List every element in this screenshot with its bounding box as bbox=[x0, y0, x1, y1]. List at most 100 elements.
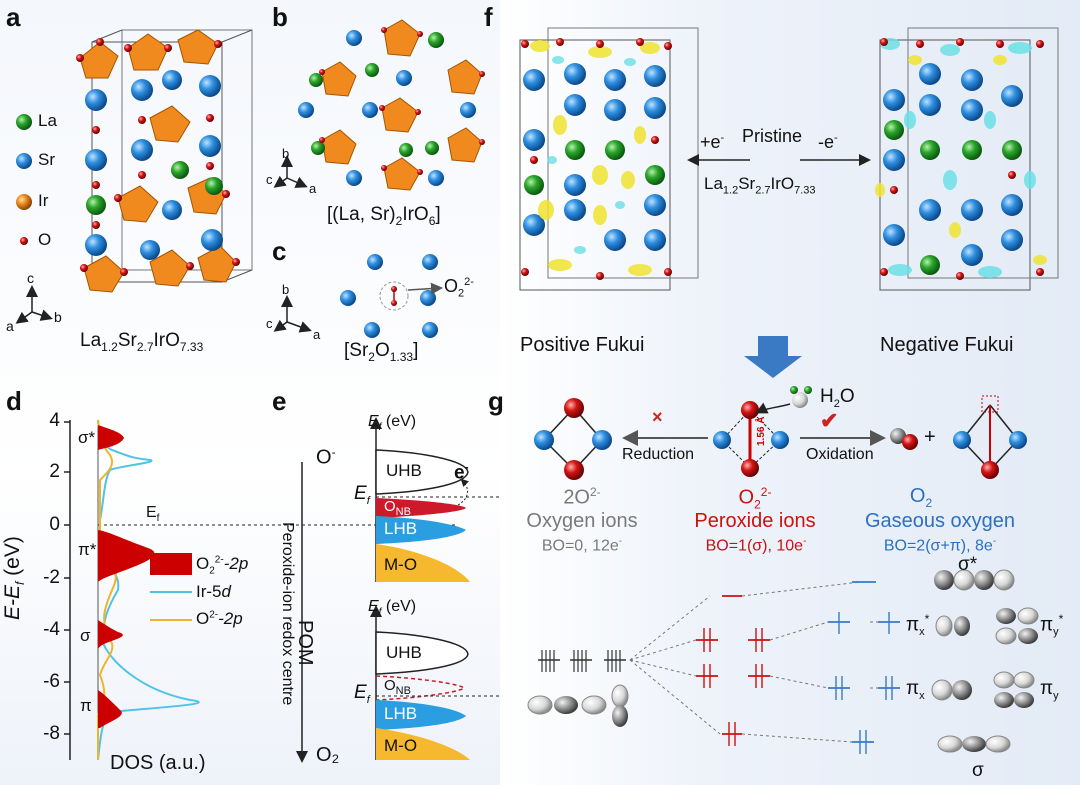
panel-c-formula: [Sr2O1.33] bbox=[344, 340, 419, 364]
positive-fukui-caption: Positive Fukui bbox=[520, 334, 645, 356]
axis-a-label: a bbox=[6, 318, 14, 334]
ytick-0: 0 bbox=[49, 514, 60, 535]
axis-b-c: c bbox=[266, 172, 273, 187]
panel-d-xlabel: DOS (a.u.) bbox=[110, 752, 206, 774]
gaseous-oxygen-formula: O2 bbox=[909, 485, 933, 510]
panel-a-letter: a bbox=[6, 2, 21, 32]
bond-length-label: 1.56 Å bbox=[756, 416, 767, 446]
band-pi-star: π* bbox=[78, 540, 97, 559]
lhb-top: LHB bbox=[384, 519, 418, 538]
plus-electron-label: +e- bbox=[700, 132, 725, 152]
ytick-neg6: -6 bbox=[43, 671, 60, 692]
fermi-bottom: Ef bbox=[354, 682, 370, 706]
mo-bottom: M-O bbox=[384, 736, 418, 755]
pi-x-label: πx bbox=[906, 678, 925, 702]
ytick-neg8: -8 bbox=[43, 723, 60, 744]
peroxide-formula: O22- bbox=[738, 485, 772, 512]
band-sigma: σ bbox=[80, 626, 91, 645]
panel-c-structure bbox=[340, 254, 443, 338]
peroxide-bo: BO=1(σ), 10e- bbox=[705, 536, 807, 555]
energy-axis-top: Ef (eV) bbox=[368, 413, 417, 434]
energy-axis-bottom: Ef (eV) bbox=[368, 598, 417, 619]
panel-e-diagram bbox=[296, 417, 500, 763]
axis-c-a: a bbox=[313, 327, 321, 342]
legend-ir-5d: Ir-5d bbox=[196, 582, 231, 601]
legend-sr-label: Sr bbox=[38, 150, 55, 169]
redox-centre-label: Peroxide-ion redox centre bbox=[279, 522, 296, 706]
panel-g-mo-diagram bbox=[527, 569, 1039, 754]
electron-label: e- bbox=[454, 460, 469, 484]
ytick-2: 2 bbox=[49, 461, 60, 482]
panel-d-letter: d bbox=[6, 386, 22, 416]
axis-b-label: b bbox=[54, 309, 62, 325]
pi-y-star-label: πy* bbox=[1040, 612, 1064, 639]
legend-o-label: O bbox=[38, 230, 52, 249]
panel-g-letter: g bbox=[488, 386, 504, 416]
panel-a-legend-markers bbox=[16, 114, 32, 245]
panel-a-axes bbox=[15, 285, 53, 324]
panel-b-formula: [(La, Sr)2IrO6] bbox=[327, 204, 441, 228]
svg-text:×: × bbox=[652, 407, 663, 427]
panel-e-letter: e bbox=[272, 386, 287, 416]
pristine-label: Pristine bbox=[742, 126, 803, 146]
legend-la-label: La bbox=[38, 111, 57, 130]
panel-c-letter: c bbox=[272, 236, 287, 266]
oxidation-label: Oxidation bbox=[806, 446, 874, 463]
fermi-level-label: Ef bbox=[146, 504, 160, 525]
axis-c-c: c bbox=[266, 316, 273, 331]
panel-b-axes bbox=[273, 155, 308, 188]
oxygen-ions-formula: 2O2- bbox=[563, 485, 601, 509]
panel-a-structure bbox=[76, 29, 253, 293]
uhb-bottom: UHB bbox=[386, 643, 422, 662]
peroxide-ion-label: O22- bbox=[444, 276, 474, 300]
sigma-label: σ bbox=[972, 760, 984, 781]
water-label: H2O bbox=[820, 386, 855, 410]
axis-b-b: b bbox=[282, 146, 290, 161]
ytick-neg2: -2 bbox=[43, 567, 60, 588]
reduction-label: Reduction bbox=[622, 446, 695, 463]
minus-electron-label: -e- bbox=[818, 132, 838, 152]
right-background bbox=[500, 0, 1080, 785]
panel-d-plot bbox=[64, 419, 455, 761]
panel-f-formula: La1.2Sr2.7IrO7.33 bbox=[704, 174, 816, 197]
plus-sign: + bbox=[924, 426, 936, 448]
onb-bottom: ONB bbox=[384, 677, 411, 697]
panel-f-negative-fukui bbox=[875, 27, 1059, 291]
legend-ir-label: Ir bbox=[38, 191, 49, 210]
band-pi: π bbox=[80, 696, 92, 715]
panel-a-formula: La1.2Sr2.7IrO7.33 bbox=[80, 330, 204, 354]
down-arrow-icon bbox=[744, 336, 802, 378]
gaseous-oxygen-name: Gaseous oxygen bbox=[864, 510, 1016, 532]
pi-y-label: πy bbox=[1040, 678, 1059, 702]
pi-x-star-label: πx* bbox=[906, 612, 930, 639]
panel-d-ylabel: E-Ef (eV) bbox=[0, 536, 28, 621]
oxygen-ions-name: Oxygen ions bbox=[526, 510, 638, 532]
panel-g-molecules: × ✔ bbox=[534, 386, 1027, 480]
sigma-star-label: σ* bbox=[958, 554, 978, 575]
fermi-top: Ef bbox=[354, 483, 370, 507]
band-sigma-star: σ* bbox=[78, 428, 96, 447]
panel-b-structure bbox=[298, 19, 485, 191]
mo-top: M-O bbox=[384, 555, 418, 574]
svg-text:✔: ✔ bbox=[820, 408, 838, 433]
panel-c-axes bbox=[273, 295, 312, 333]
axis-c-b: b bbox=[282, 282, 290, 297]
gaseous-oxygen-bo: BO=2(σ+π), 8e- bbox=[883, 536, 997, 555]
legend-o-2p: O2--2p bbox=[196, 609, 243, 628]
ytick-4: 4 bbox=[49, 410, 60, 431]
panel-b-letter: b bbox=[272, 2, 288, 32]
oxygen-ions-bo: BO=0, 12e- bbox=[541, 536, 623, 555]
o-minus-label: O- bbox=[316, 445, 336, 469]
axis-c-label: c bbox=[27, 270, 34, 286]
uhb-top: UHB bbox=[386, 461, 422, 480]
lhb-bottom: LHB bbox=[384, 704, 418, 723]
negative-fukui-caption: Negative Fukui bbox=[880, 334, 1014, 356]
legend-o2-2p: O22--2p bbox=[196, 554, 249, 577]
panel-f-letter: f bbox=[484, 2, 493, 32]
onb-top: ONB bbox=[384, 498, 411, 518]
panel-f-positive-fukui bbox=[519, 27, 699, 291]
peroxide-name: Peroxide ions bbox=[694, 510, 816, 532]
axis-b-a: a bbox=[309, 181, 317, 196]
